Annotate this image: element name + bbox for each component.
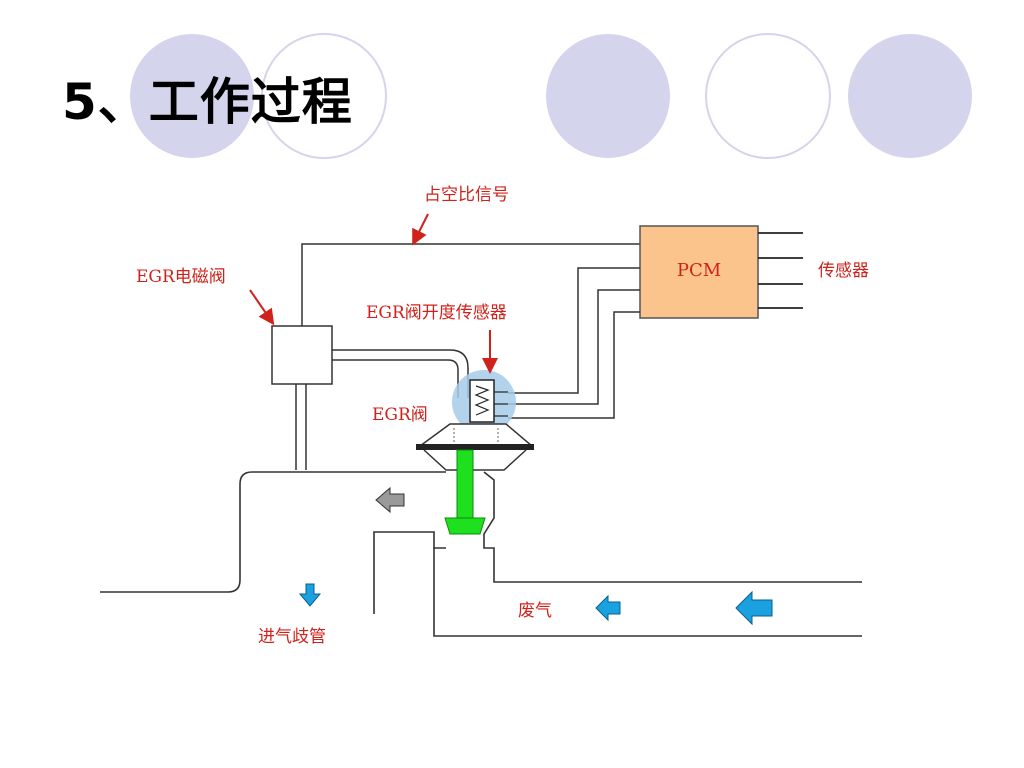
position-sensor-wires (508, 267, 640, 419)
duty-signal-wire (301, 243, 640, 326)
deco-circle-outline-2 (705, 33, 831, 159)
deco-circle-filled-3 (848, 34, 972, 158)
deco-circle-filled-1 (130, 34, 254, 158)
egr-valve-label: EGR阀 (372, 405, 428, 425)
sensor-input-lines (758, 232, 803, 309)
slide-title: 5、工作过程 (62, 73, 353, 131)
duty-signal-label: 占空比信号 (424, 185, 509, 205)
vacuum-hose (332, 349, 469, 398)
exhaust-flow-arrow-small (595, 594, 621, 622)
sensors-label: 传感器 (818, 261, 869, 281)
deco-circle-filled-2 (546, 34, 670, 158)
egr-position-sensor-label: EGR阀开度传感器 (366, 303, 507, 323)
egr-solenoid-label: EGR电磁阀 (136, 267, 226, 287)
exhaust-label: 废气 (518, 601, 552, 621)
intake-manifold-pipe (100, 471, 446, 614)
exhaust-flow-arrow-large (735, 590, 773, 626)
intake-flow-arrow (298, 583, 322, 607)
exhaust-pipe (433, 471, 862, 637)
solenoid-pointer (249, 289, 275, 326)
intake-manifold-label: 进气歧管 (258, 627, 326, 647)
egr-solenoid-box (271, 325, 333, 385)
duty-signal-pointer (412, 213, 429, 246)
egr-valve-stem (456, 449, 474, 521)
position-sensor (469, 379, 495, 423)
decorative-circles (130, 33, 972, 159)
egr-valve-head (444, 517, 486, 535)
pcm-box (639, 225, 759, 319)
solenoid-intake-pipe (295, 384, 307, 470)
egr-valve-diaphragm (417, 423, 535, 447)
pcm-label: PCM (677, 260, 721, 281)
recirculation-flow-arrow (375, 486, 405, 514)
deco-circle-outline-1 (261, 33, 387, 159)
